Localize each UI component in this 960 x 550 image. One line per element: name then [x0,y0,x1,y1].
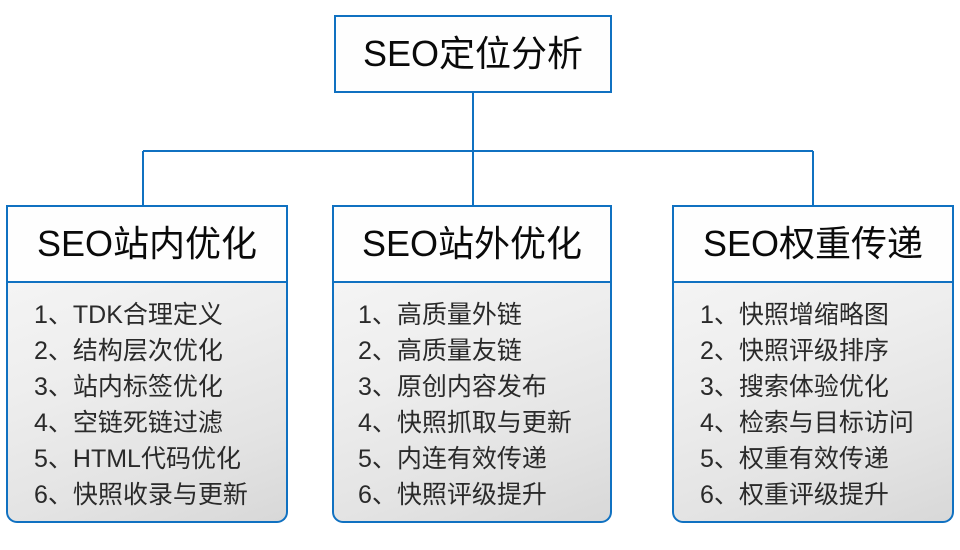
list-item: 6、权重评级提升 [700,481,889,509]
list-item: 1、快照增缩略图 [700,301,889,329]
list-item: 5、内连有效传递 [358,445,547,473]
list-item: 2、结构层次优化 [34,337,223,365]
list-item: 4、空链死链过滤 [34,409,223,437]
branch-header-label-1: SEO站内优化 [36,223,258,264]
list-item: 2、快照评级排序 [700,337,889,365]
branch-column-3[interactable]: SEO权重传递 1、快照增缩略图 2、快照评级排序 3、搜索体验优化 4、检索与… [672,205,954,523]
list-item: 5、HTML代码优化 [34,445,241,473]
branch-column-2[interactable]: SEO站外优化 1、高质量外链 2、高质量友链 3、原创内容发布 4、快照抓取与… [332,205,612,523]
root-node-label: SEO定位分析 [362,33,584,74]
branch-header-2[interactable]: SEO站外优化 [332,205,612,283]
branch-header-1[interactable]: SEO站内优化 [6,205,288,283]
list-item: 3、原创内容发布 [358,373,547,401]
branch-header-label-2: SEO站外优化 [361,223,583,264]
branch-header-label-3: SEO权重传递 [702,223,924,264]
list-item: 3、站内标签优化 [34,373,223,401]
list-item: 4、检索与目标访问 [700,409,914,437]
list-item: 1、高质量外链 [358,301,522,329]
branch-body-2: 1、高质量外链 2、高质量友链 3、原创内容发布 4、快照抓取与更新 5、内连有… [332,283,612,523]
list-item: 6、快照收录与更新 [34,481,248,509]
branch-column-1[interactable]: SEO站内优化 1、TDK合理定义 2、结构层次优化 3、站内标签优化 4、空链… [6,205,288,523]
list-item: 3、搜索体验优化 [700,373,889,401]
branch-body-1: 1、TDK合理定义 2、结构层次优化 3、站内标签优化 4、空链死链过滤 5、H… [6,283,288,523]
root-node[interactable]: SEO定位分析 [334,15,612,93]
list-item: 2、高质量友链 [358,337,522,365]
list-item: 4、快照抓取与更新 [358,409,572,437]
branch-header-3[interactable]: SEO权重传递 [672,205,954,283]
list-item: 6、快照评级提升 [358,481,547,509]
list-item: 5、权重有效传递 [700,445,889,473]
list-item: 1、TDK合理定义 [34,301,223,329]
branch-body-3: 1、快照增缩略图 2、快照评级排序 3、搜索体验优化 4、检索与目标访问 5、权… [672,283,954,523]
